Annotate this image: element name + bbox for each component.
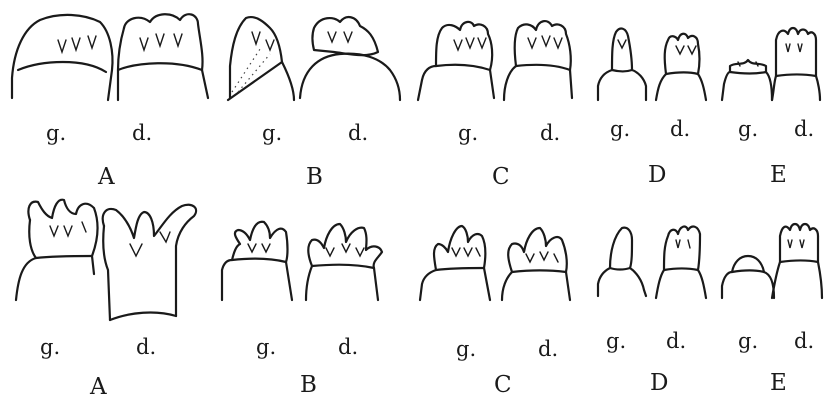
drawing-1D-right [656,34,706,100]
row-1: g. d. A g. d. B [12,14,820,190]
caption-1E: E [770,162,787,188]
label-2A-right: d. [136,335,156,359]
drawing-2C-left [420,226,490,300]
drawing-1E-left [722,60,772,100]
caption-2D: D [650,370,668,396]
label-2C-right: d. [538,337,558,361]
drawing-1C-left [418,22,494,100]
drawing-2A-left [16,200,98,300]
label-1C-right: d. [540,121,560,145]
label-2B-left: g. [256,335,276,359]
label-1D-left: g. [610,117,630,141]
drawing-1A-right [118,14,208,100]
drawing-2A-right [103,205,196,320]
drawing-1D-left [598,29,646,100]
pair-1B: g. d. B [228,17,400,190]
pair-2C: g. d. C [420,226,570,398]
drawing-1A-left [12,15,113,100]
caption-2E: E [770,370,787,396]
label-1B-right: d. [348,121,368,145]
pair-2A: g. d. A [16,200,196,400]
drawing-1B-right [300,17,400,100]
drawing-2E-left [722,256,774,298]
label-1D-right: d. [670,117,690,141]
label-2C-left: g. [456,337,476,361]
pair-2D: g. d. D [598,227,706,396]
label-1A-left: g. [46,121,66,145]
drawing-2B-right [306,224,382,300]
drawing-1E-right [772,28,820,100]
label-1C-left: g. [458,121,478,145]
label-2D-right: d. [666,329,686,353]
label-1B-left: g. [262,121,282,145]
pair-1A: g. d. A [12,14,208,190]
drawing-1C-right [504,21,572,100]
row-2: g. d. A g. d. B [16,200,822,400]
pair-1C: g. d. C [418,21,572,190]
label-2B-right: d. [338,335,358,359]
caption-2A: A [89,374,107,400]
caption-2C: C [494,372,512,398]
caption-1A: A [97,164,115,190]
label-1E-right: d. [794,117,814,141]
drawing-2D-right [656,227,706,298]
drawing-2C-right [502,228,570,300]
label-2E-right: d. [794,329,814,353]
label-2E-left: g. [738,329,758,353]
pair-2E: g. d. E [722,224,822,396]
caption-1D: D [648,162,666,188]
label-1E-left: g. [738,117,758,141]
label-2D-left: g. [606,329,626,353]
caption-1C: C [492,164,510,190]
pair-1D: g. d. D [598,29,706,188]
caption-2B: B [300,372,317,398]
drawing-2D-left [598,228,646,296]
pair-2B: g. d. B [222,222,382,398]
pair-1E: g. d. E [722,28,820,188]
drawing-1B-left [228,17,294,100]
drawing-2B-left [222,222,292,300]
label-2A-left: g. [40,335,60,359]
label-1A-right: d. [132,121,152,145]
caption-1B: B [306,164,323,190]
drawing-2E-right [772,224,822,298]
